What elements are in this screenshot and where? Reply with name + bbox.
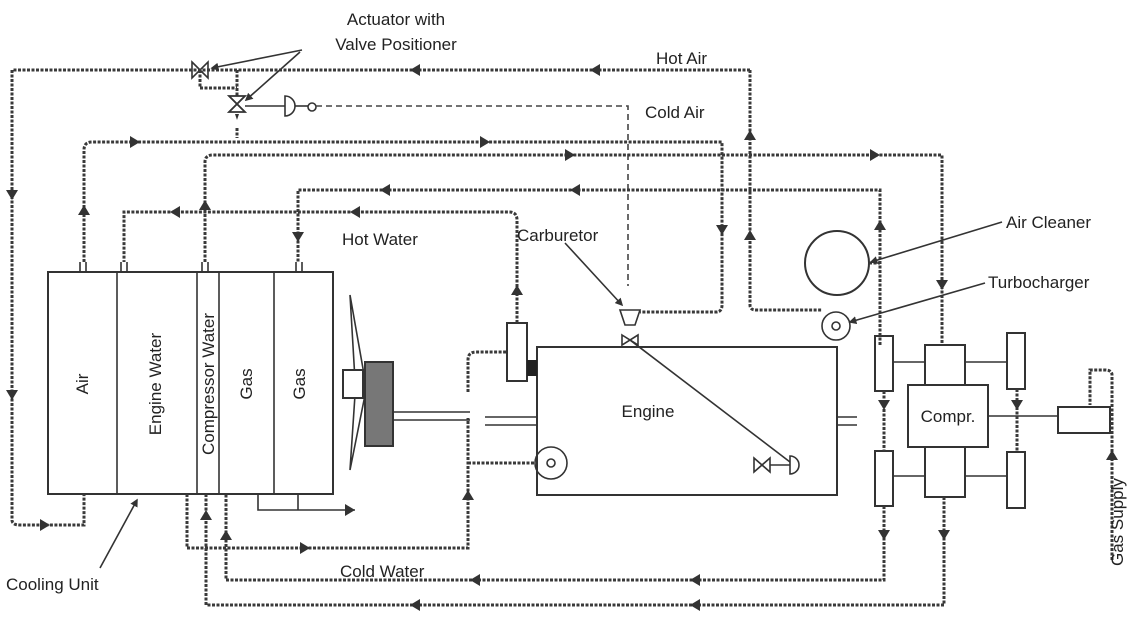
cold-air-label: Cold Air <box>645 103 705 122</box>
section-gas2-label: Gas <box>290 368 309 399</box>
engine-label: Engine <box>622 402 675 421</box>
cooling-unit-label: Cooling Unit <box>6 575 99 594</box>
turbocharger <box>821 311 851 341</box>
cold-water-label: Cold Water <box>340 562 425 581</box>
carburetor-valve <box>618 309 791 463</box>
section-air-label: Air <box>73 373 92 394</box>
compressor: Compr. <box>874 332 1111 509</box>
gas-valve <box>753 455 800 475</box>
actuator-label-1: Actuator with <box>347 10 445 29</box>
section-compressor-water-label: Compressor Water <box>199 313 218 455</box>
actuator-label-2: Valve Positioner <box>335 35 457 54</box>
engine: Engine <box>485 322 857 496</box>
hot-water-label: Hot Water <box>342 230 418 249</box>
fan <box>342 294 470 471</box>
gas-supply-label: Gas Supply <box>1108 478 1127 566</box>
air-cleaner <box>804 230 870 296</box>
section-engine-water-label: Engine Water <box>146 332 165 435</box>
cooling-unit: Air Engine Water Compressor Water Gas Ga… <box>47 262 334 495</box>
actuator-valves <box>191 60 317 117</box>
carburetor-label: Carburetor <box>517 226 599 245</box>
turbocharger-label: Turbocharger <box>988 273 1090 292</box>
air-cleaner-label: Air Cleaner <box>1006 213 1091 232</box>
section-gas1-label: Gas <box>237 368 256 399</box>
hot-air-label: Hot Air <box>656 49 707 68</box>
compressor-label: Compr. <box>921 407 976 426</box>
